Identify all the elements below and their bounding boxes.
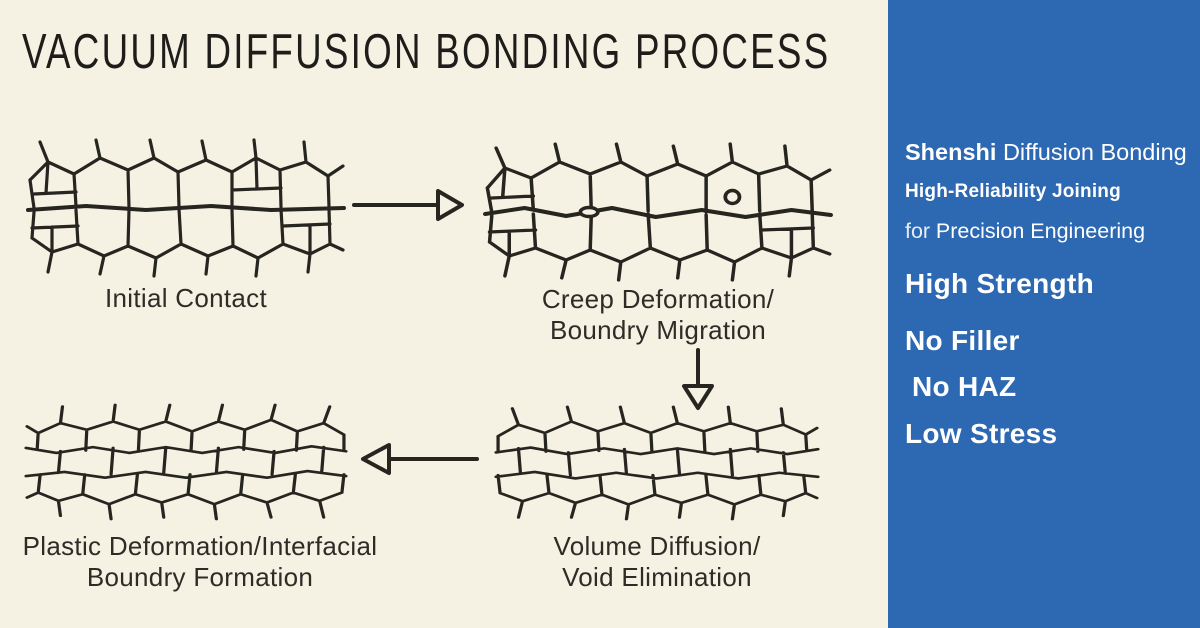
brand-line: Shenshi Diffusion Bonding [905,138,1200,166]
down-arrow-icon [682,348,714,410]
stage-label-line: Void Elimination [562,562,752,592]
subline-prefix: for [905,218,931,243]
brand-suffix: Diffusion Bonding [1002,139,1187,165]
interface-void-lens [578,205,600,219]
grain-diagram-initial-contact [26,138,346,278]
stage-label-line: Creep Deformation/ [541,284,775,314]
grain-diagram-volume-diffusion [494,405,820,521]
subline-main: Precision Engineering [935,218,1146,243]
stage-label-line: Volume Diffusion/ [553,531,761,561]
page-title-text: VACUUM DIFFUSION BONDING PROCESS [22,25,831,79]
brand-panel: Shenshi Diffusion Bonding High-Reliabili… [888,0,1200,628]
left-arrow-icon [361,443,479,475]
stage-label-volume-diffusion: Volume Diffusion/ Void Elimination [494,531,820,593]
brand-name: Shenshi [905,139,997,165]
stage-label-creep-deformation: Creep Deformation/ Boundry Migration [483,284,833,346]
stage-label-line: Plastic Deformation/Interfacial [22,531,378,561]
grain-void-circle [723,188,742,206]
stage-label-line: Boundry Migration [549,315,767,345]
feature-no-haz: No HAZ [912,370,1017,402]
stage-label-line: Initial Contact [104,283,268,313]
feature-low-stress: Low Stress [905,417,1058,449]
feature-no-filler: No Filler [905,325,1020,357]
stage-label-plastic-deformation: Plastic Deformation/Interfacial Boundry … [6,531,394,593]
panel-tagline: High-Reliability Joining [905,181,1121,203]
right-arrow-icon [352,189,464,221]
page-title: VACUUM DIFFUSION BONDING PROCESS [22,28,1100,77]
stage-label-initial-contact: Initial Contact [26,283,346,314]
feature-high-strength: High Strength [905,267,1094,299]
stage-label-line: Boundry Formation [86,562,314,592]
grain-diagram-plastic-deformation [24,403,348,521]
grain-diagram-creep-deformation [483,142,833,282]
